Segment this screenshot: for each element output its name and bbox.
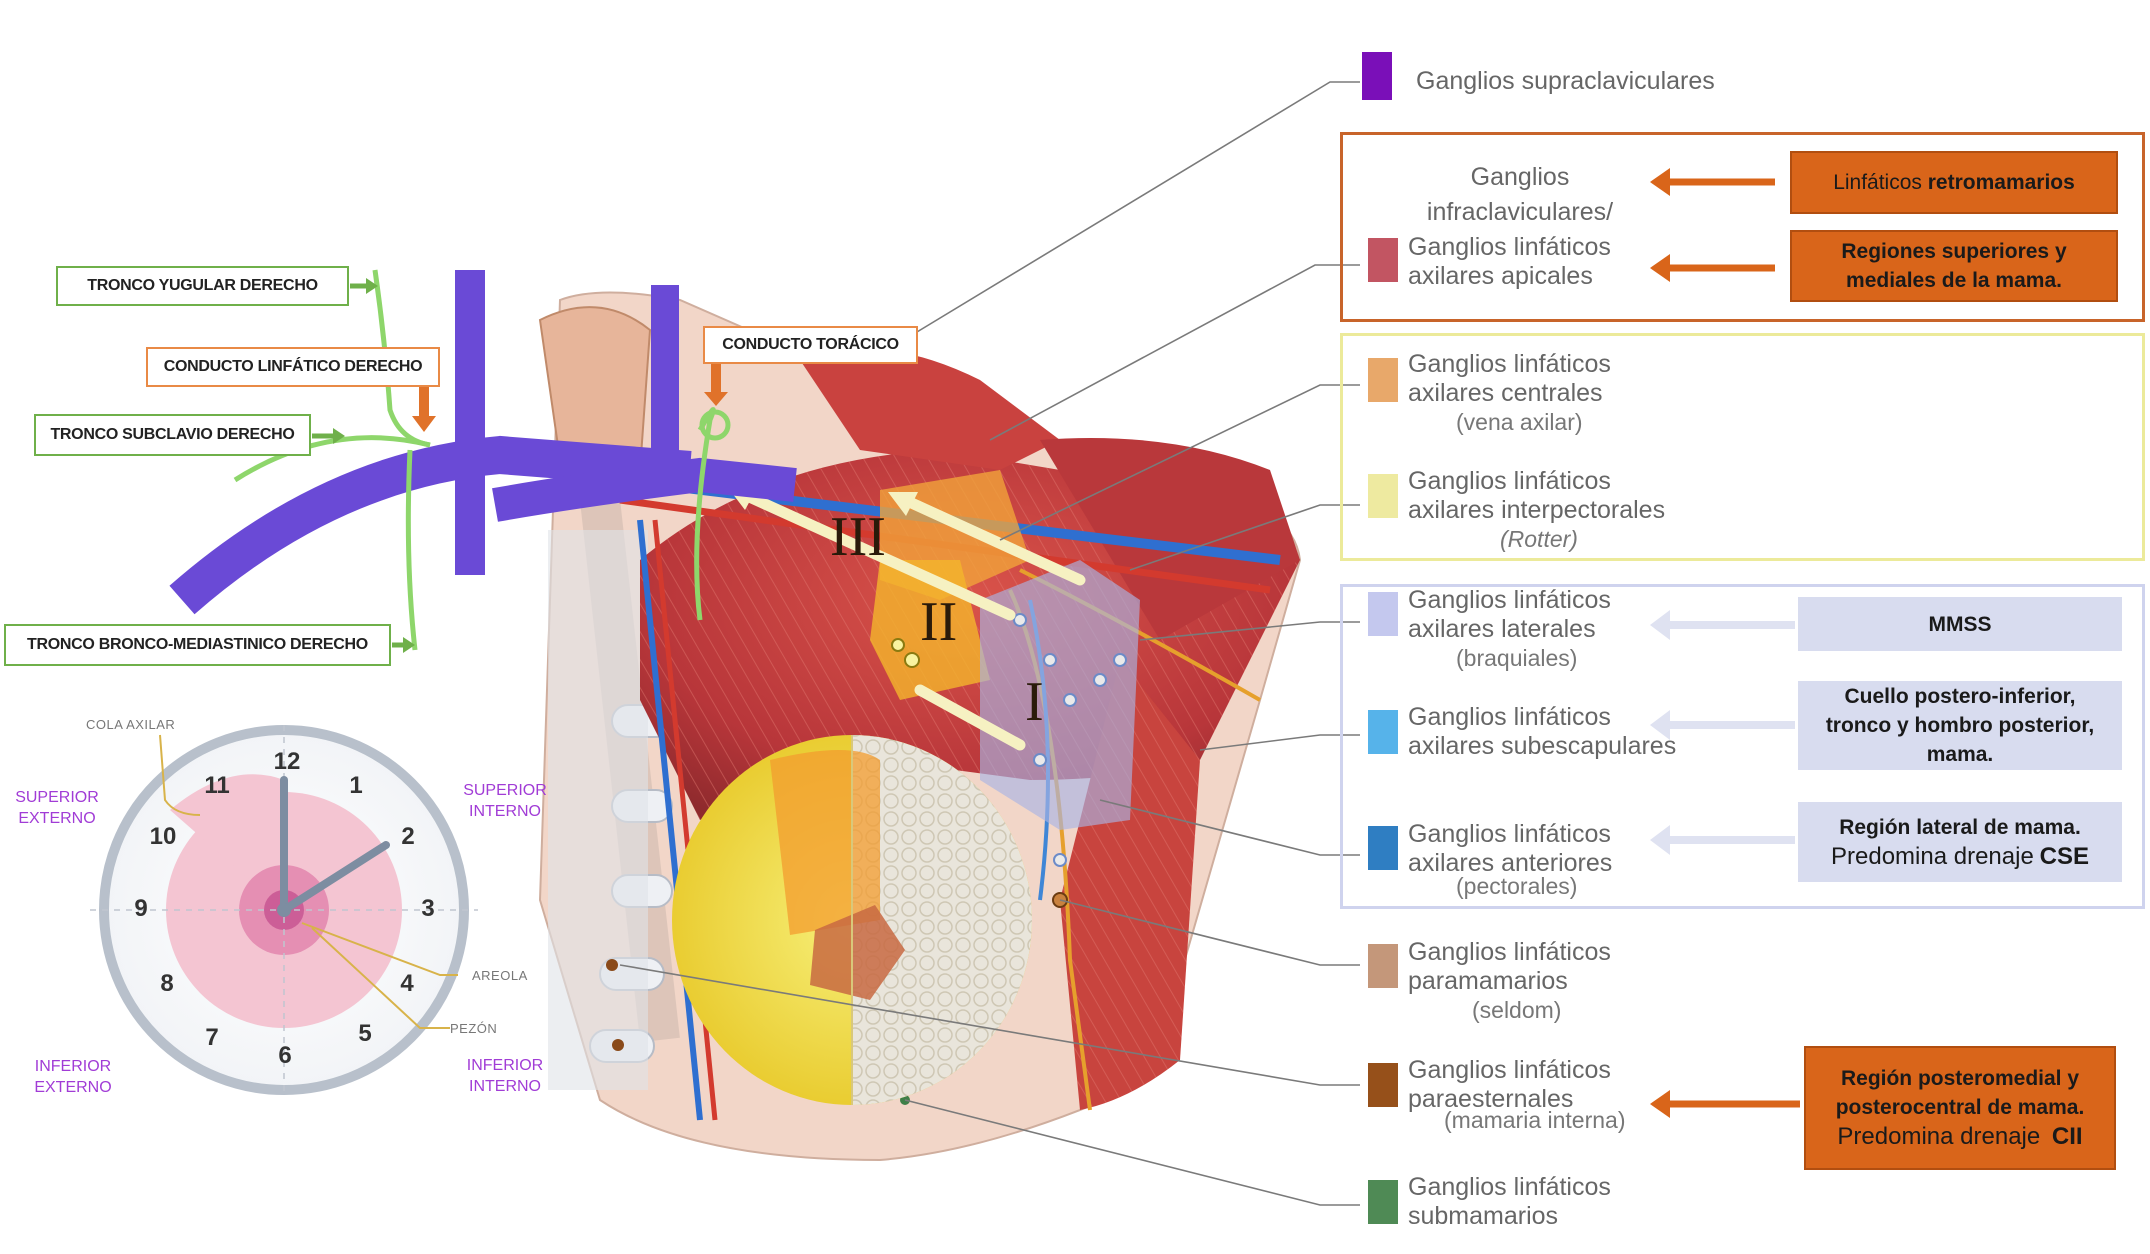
drainage-regiones-superiores: Regiones superiores y mediales de la mam… [1790,230,2118,302]
level-label-ii: II [920,591,958,653]
label-paramamarios: Ganglios linfáticos paramamarios (seldom… [1408,938,1611,1023]
label-tronco-subclavio: TRONCO SUBCLAVIO DERECHO [34,414,311,456]
label-laterales: Ganglios linfáticos axilares laterales (… [1408,586,1611,671]
group-box-lateral [1340,584,2145,909]
swatch-interpectorales [1368,474,1398,518]
swatch-supraclaviculares [1362,52,1392,100]
label-tronco-yugular: TRONCO YUGULAR DERECHO [56,266,349,306]
drainage-mmss: MMSS [1798,597,2122,651]
clock-number-9: 9 [134,895,148,922]
label-supraclaviculares: Ganglios supraclaviculares [1416,67,1715,95]
breast [672,735,1032,1105]
clock-number-7: 7 [205,1024,219,1051]
drainage-cuello: Cuello postero-inferior, tronco y hombro… [1798,681,2122,770]
label-paraesternales: Ganglios linfáticos paraesternales (mama… [1408,1056,1626,1133]
swatch-apicales [1368,238,1398,282]
drainage-lateral: Región lateral de mama. Predomina drenaj… [1798,802,2122,882]
swatch-paraesternales [1368,1063,1398,1107]
label-subescapulares: Ganglios linfáticos axilares subescapula… [1408,703,1677,760]
annotation-areola: AREOLA [472,968,528,983]
label-interpectorales: Ganglios linfáticos axilares interpector… [1408,467,1666,552]
clock-number-6: 6 [278,1042,292,1069]
drainage-posteromedial: Región posteromedial y posterocentral de… [1804,1046,2116,1170]
label-submamarios: Ganglios linfáticos submamarios [1408,1173,1611,1230]
clock-number-11: 11 [204,772,230,799]
label-centrales: Ganglios linfáticos axilares centrales (… [1408,350,1611,435]
label-tronco-bronco: TRONCO BRONCO-MEDIASTINICO DERECHO [4,624,391,666]
clock-number-4: 4 [400,970,414,997]
annotation-cola-axilar: COLA AXILAR [86,717,176,732]
label-infraclaviculares: Ganglios infraclaviculares/ [1426,163,1614,226]
swatch-paramamarios [1368,944,1398,988]
drainage-arrows-blue [1650,610,1795,855]
clock-number-1: 1 [349,772,363,799]
group-box-apical [1340,132,2145,322]
label-anteriores: Ganglios linfáticos axilares anteriores … [1408,820,1613,899]
label-apicales: Ganglios linfáticos axilares apicales [1408,233,1611,290]
clock-number-12: 12 [273,748,301,775]
label-conducto-toracico: CONDUCTO TORÁCICO [703,326,918,364]
level-label-i: I [1025,671,1044,733]
swatch-anteriores [1368,826,1398,870]
drainage-retromamarios: Linfáticos retromamarios [1790,151,2118,214]
clock-number-2: 2 [401,823,415,850]
group-box-central [1340,333,2145,561]
drainage-arrows-orange [1650,168,1800,1118]
clock-number-5: 5 [358,1020,372,1047]
clock-number-3: 3 [421,895,435,922]
clock-number-8: 8 [160,970,174,997]
swatch-subescapulares [1368,710,1398,754]
clock-number-10: 10 [149,823,177,850]
label-conducto-linfatico: CONDUCTO LINFÁTICO DERECHO [146,347,440,387]
annotation-pezon: PEZÓN [450,1021,498,1036]
swatch-submamarios [1368,1180,1398,1224]
vessel-label-arrows [312,278,728,653]
lymph-nodes [606,613,1127,1105]
swatch-laterales [1368,592,1398,636]
venous-system [169,270,797,615]
lymphatic-trunks [233,269,731,651]
level-label-iii: III [830,506,886,568]
breast-clock [90,725,478,1095]
leader-lines [619,81,1360,1206]
swatch-centrales [1368,358,1398,402]
